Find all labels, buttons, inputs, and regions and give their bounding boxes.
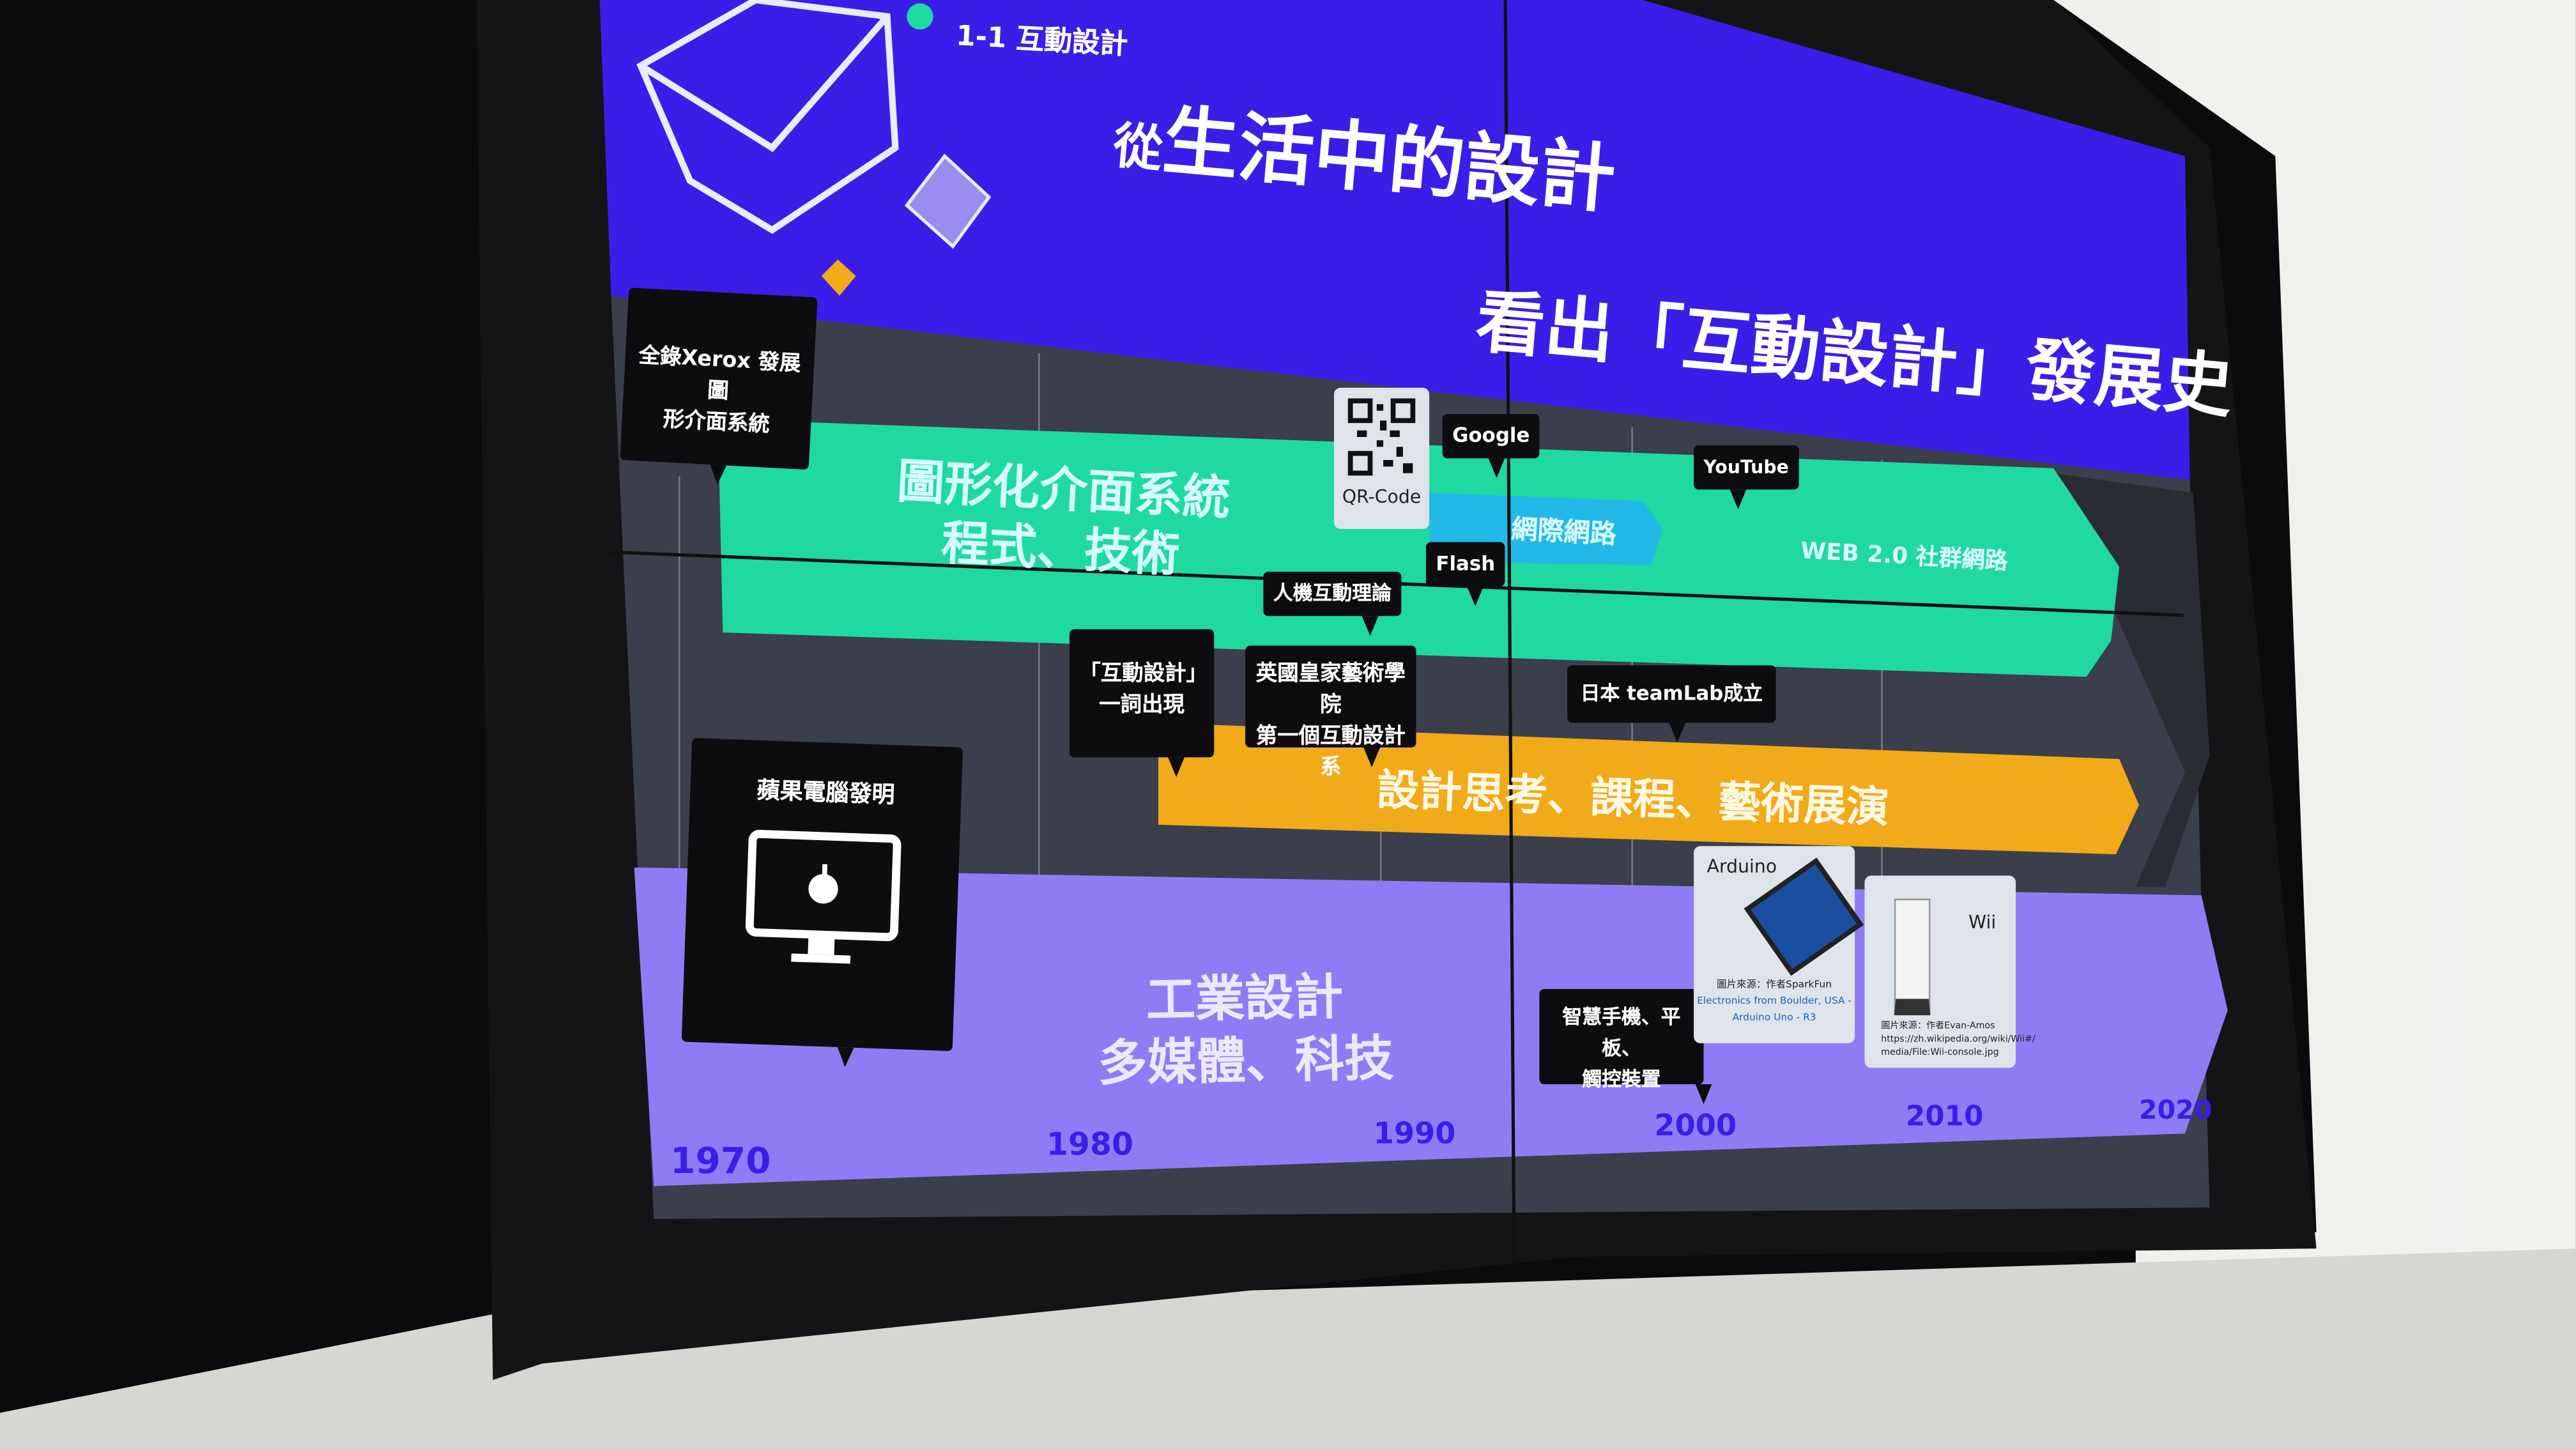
- arduino-card: Arduino 圖片來源：作者SparkFun Electronics from…: [1694, 846, 1864, 1043]
- year-2010: 2010: [1905, 1100, 1984, 1134]
- smart-line-1: 智慧手機、平板、: [1562, 1005, 1681, 1060]
- callout-term: 「互動設計」 一詞出現: [1069, 629, 1215, 778]
- arduino-credit-3: Arduino Uno - R3: [1732, 1011, 1816, 1023]
- wii-console-image: [1894, 898, 1931, 1016]
- arduino-title: Arduino: [1706, 855, 1777, 878]
- apple-label: 蘋果電腦發明: [756, 778, 896, 809]
- year-1970: 1970: [670, 1142, 771, 1183]
- arduino-credit-2: Electronics from Boulder, USA -: [1697, 995, 1851, 1008]
- title-prefix: 從: [1110, 118, 1165, 180]
- qr-code-icon: [1347, 398, 1416, 476]
- polyhedron-logo-icon: [636, 0, 992, 296]
- callout-qr-code: QR-Code: [1333, 387, 1430, 529]
- wii-title: Wii: [1968, 912, 1997, 933]
- callout-google: Google: [1442, 413, 1540, 479]
- industrial-line-1: 工業設計: [1146, 969, 1344, 1031]
- computer-monitor-icon: [744, 829, 901, 964]
- callout-rca: 英國皇家藝術學院 第一個互動設計系: [1245, 645, 1416, 780]
- arduino-credit-1: 圖片來源：作者SparkFun: [1717, 979, 1832, 991]
- gui-band-label: 圖形化介面系統 程式、技術: [893, 451, 1232, 586]
- term-line-1: 「互動設計」: [1079, 662, 1208, 687]
- year-2020: 2020: [2138, 1094, 2212, 1126]
- industrial-design-label: 工業設計 多媒體、科技: [1096, 967, 1394, 1096]
- xerox-line-1: 全錄Xerox 發展圖: [638, 344, 802, 405]
- callout-smart-devices: 智慧手機、平板、 觸控裝置: [1539, 988, 1712, 1104]
- callout-apple: 蘋果電腦發明: [681, 738, 963, 1052]
- section-dot-icon: [907, 3, 933, 30]
- gridline-1970: [678, 476, 680, 1134]
- callout-youtube: YouTube: [1694, 445, 1799, 510]
- callout-teamlab: 日本 teamLab成立: [1567, 665, 1776, 743]
- year-2000: 2000: [1654, 1108, 1737, 1144]
- year-1980: 1980: [1046, 1126, 1133, 1163]
- wii-card: Wii 圖片來源：作者Evan-Amos https://zh.wikipedi…: [1864, 875, 2035, 1068]
- gridline-1980: [1038, 353, 1040, 1126]
- qr-label: QR-Code: [1342, 486, 1422, 508]
- rca-line-2: 第一個互動設計系: [1255, 724, 1406, 781]
- year-1990: 1990: [1373, 1117, 1456, 1152]
- term-line-2: 一詞出現: [1099, 693, 1184, 718]
- wii-credit-1: 圖片來源：作者Evan-Amos: [1881, 1022, 1995, 1032]
- smart-line-2: 觸控裝置: [1582, 1068, 1661, 1091]
- internet-label: 網際網路: [1510, 513, 1618, 550]
- wii-credit-2: https://zh.wikipedia.org/wiki/Wii#/: [1881, 1034, 2035, 1045]
- callout-hci: 人機互動理論: [1263, 571, 1402, 636]
- callout-flash: Flash: [1425, 542, 1505, 606]
- rca-line-1: 英國皇家藝術學院: [1255, 662, 1406, 718]
- callout-xerox: 全錄Xerox 發展圖 形介面系統: [620, 288, 818, 470]
- industrial-line-2: 多媒體、科技: [1097, 1031, 1395, 1094]
- wii-credit-3: media/File:Wii-console.jpg: [1881, 1048, 1999, 1058]
